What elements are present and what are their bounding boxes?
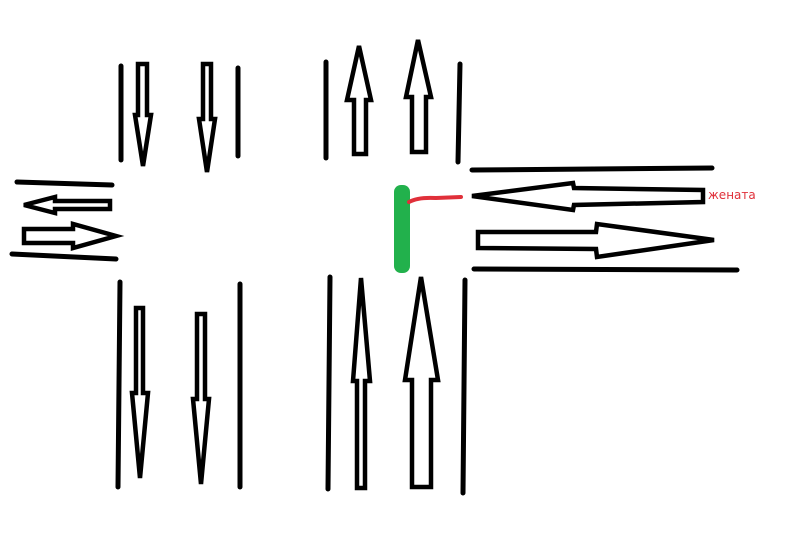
annotation-label: жената: [708, 188, 756, 202]
lane-line-bottom-right-outer: [325, 274, 333, 492]
arrow-left-left-road: [23, 194, 113, 216]
pedestrian-marker: [394, 185, 410, 273]
arrow-down-top-left-1: [132, 61, 154, 167]
lane-line-left-top: [14, 179, 115, 188]
arrow-down-bottom-left-1: [129, 305, 151, 479]
arrow-up-top-right-1: [344, 45, 374, 157]
arrow-left-right-road: [471, 180, 706, 213]
arrow-up-top-right-2: [403, 39, 434, 155]
arrow-right-right-road: [475, 221, 715, 260]
lane-line-left-bottom: [9, 251, 119, 262]
lane-line-right-bottom: [471, 266, 740, 273]
lane-line-top-right-inner: [455, 61, 463, 165]
arrow-down-top-left-2: [196, 61, 218, 173]
arrow-right-left-road: [21, 221, 125, 251]
pointer-line: [407, 195, 463, 204]
arrow-down-bottom-left-2: [190, 311, 212, 485]
lane-line-bottom-right-inner: [460, 277, 468, 496]
lane-line-right-top: [469, 165, 715, 173]
arrow-up-bottom-right-2: [402, 276, 441, 490]
lane-line-bottom-left-outer: [115, 279, 123, 490]
arrow-up-bottom-right-1: [350, 277, 373, 491]
